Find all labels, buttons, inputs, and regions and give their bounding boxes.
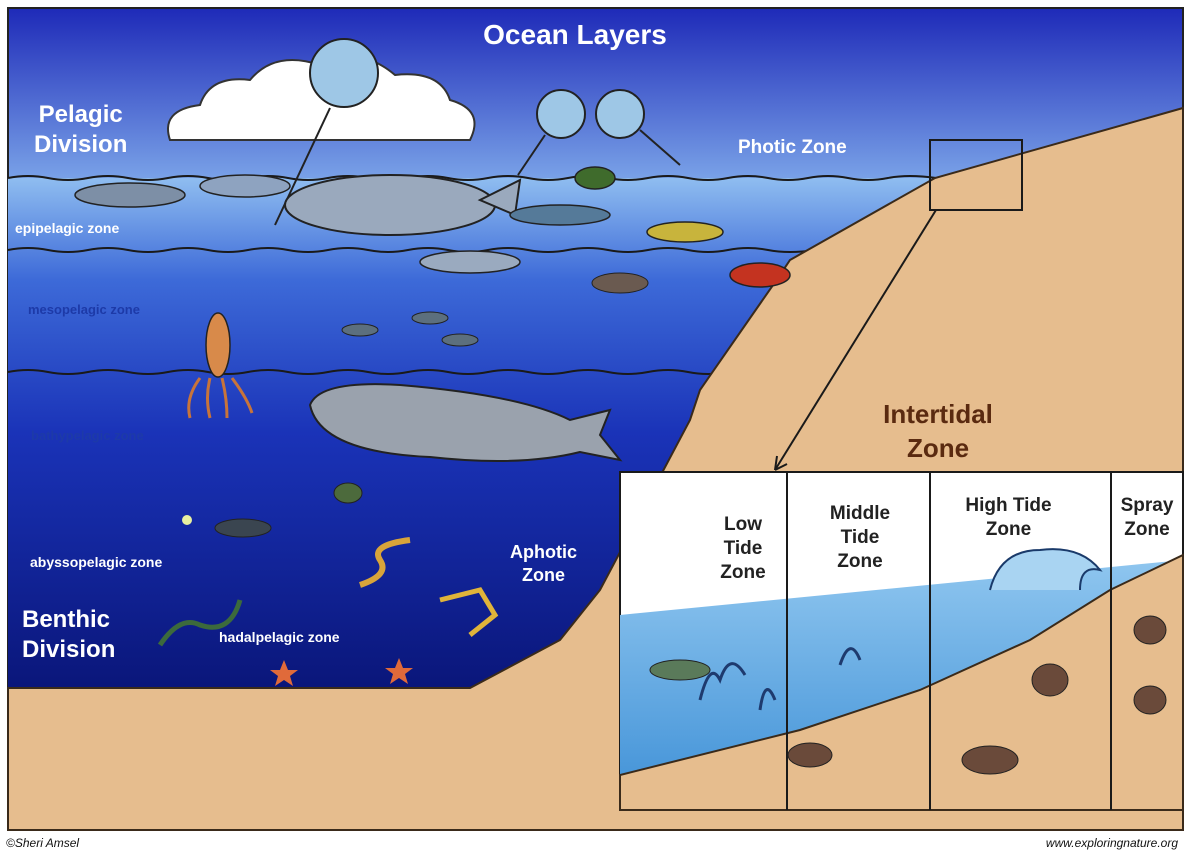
low-tide-zone-label: Low Tide Zone	[700, 513, 786, 584]
benthic-division-line-2: Division	[22, 635, 115, 665]
benthic-division-label: Benthic Division	[22, 605, 115, 665]
hadalpelagic-zone-label: hadalpelagic zone	[219, 630, 340, 645]
pelagic-division-line-1: Pelagic	[34, 100, 127, 130]
aphotic-zone-line-2: Zone	[510, 564, 577, 587]
website-credit: www.exploringnature.org	[1046, 837, 1178, 850]
pelagic-division-line-2: Division	[34, 130, 127, 160]
low-tide-line-3: Zone	[700, 561, 786, 585]
middle-tide-line-1: Middle	[795, 502, 925, 526]
middle-tide-line-3: Zone	[795, 550, 925, 574]
high-tide-zone-label: High Tide Zone	[936, 494, 1081, 542]
high-tide-line-2: Zone	[936, 518, 1081, 542]
spray-zone-line-2: Zone	[1112, 518, 1182, 542]
spray-zone-line-1: Spray	[1112, 494, 1182, 518]
bathypelagic-zone-label: bathypelagic zone	[31, 429, 144, 443]
intertidal-zone-line-2: Zone	[858, 432, 1018, 466]
diagram-title: Ocean Layers	[0, 20, 1150, 51]
benthic-division-line-1: Benthic	[22, 605, 115, 635]
author-credit: ©Sheri Amsel	[6, 837, 79, 850]
intertidal-zone-label: Intertidal Zone	[858, 398, 1018, 466]
epipelagic-zone-label: epipelagic zone	[15, 221, 119, 236]
low-tide-line-2: Tide	[700, 537, 786, 561]
low-tide-line-1: Low	[700, 513, 786, 537]
abyssopelagic-zone-label: abyssopelagic zone	[30, 555, 162, 570]
mesopelagic-zone-label: mesopelagic zone	[28, 303, 140, 317]
middle-tide-zone-label: Middle Tide Zone	[795, 502, 925, 573]
pelagic-division-label: Pelagic Division	[34, 100, 127, 160]
high-tide-line-1: High Tide	[936, 494, 1081, 518]
intertidal-zone-line-1: Intertidal	[858, 398, 1018, 432]
photic-zone-label: Photic Zone	[738, 138, 847, 159]
spray-zone-label: Spray Zone	[1112, 494, 1182, 542]
middle-tide-line-2: Tide	[795, 526, 925, 550]
aphotic-zone-line-1: Aphotic	[510, 541, 577, 564]
aphotic-zone-label: Aphotic Zone	[510, 541, 577, 588]
